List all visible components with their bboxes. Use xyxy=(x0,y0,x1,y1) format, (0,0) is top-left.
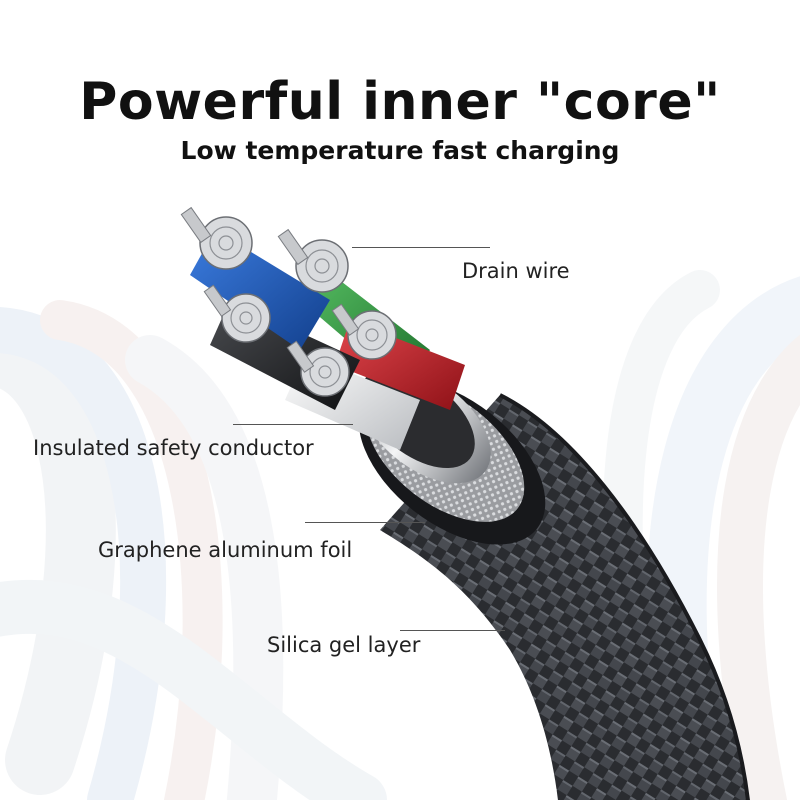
subheadline: Low temperature fast charging xyxy=(180,136,620,165)
silica-gel-leader-line xyxy=(400,630,505,631)
graphene-foil-leader-line xyxy=(305,522,425,523)
insulated-conductor-leader-line xyxy=(233,424,353,425)
drain-wire-leader-line xyxy=(352,247,490,248)
core-wires xyxy=(180,206,465,450)
headline: Powerful inner "core" xyxy=(79,72,721,132)
silica-gel-label: Silica gel layer xyxy=(267,633,421,657)
graphene-foil-label: Graphene aluminum foil xyxy=(98,538,353,562)
drain-wire-label: Drain wire xyxy=(462,259,570,283)
insulated-conductor-label: Insulated safety conductor xyxy=(33,436,314,460)
